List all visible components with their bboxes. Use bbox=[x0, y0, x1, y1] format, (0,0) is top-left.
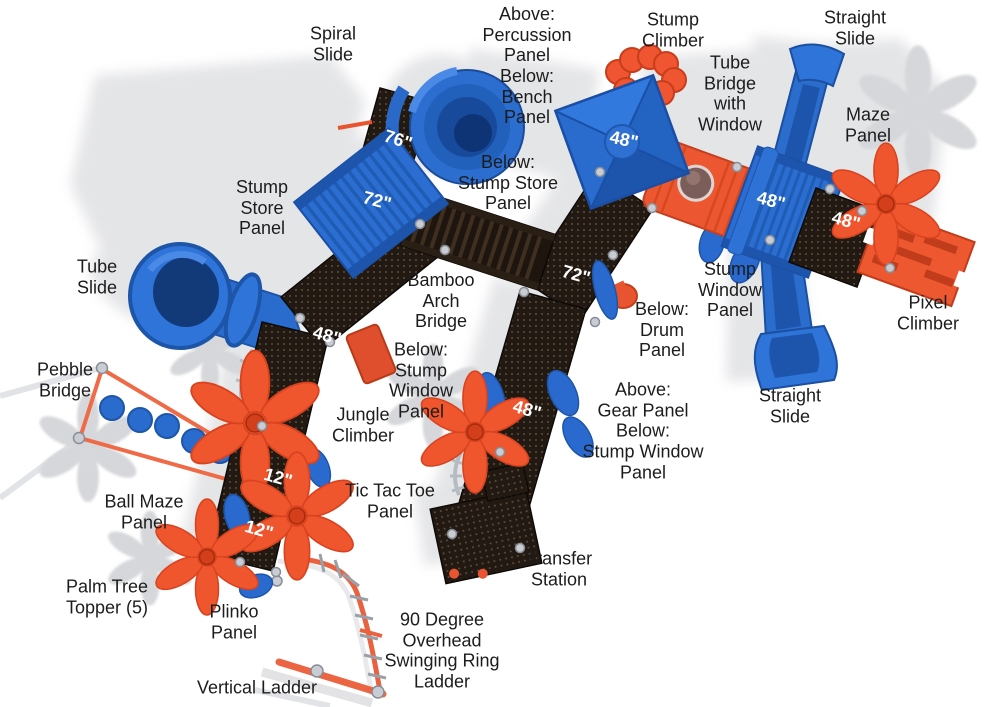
label-below-stump-window-panel: Below: Stump Window Panel bbox=[388, 339, 454, 422]
label-straight-slide-top: Straight Slide bbox=[823, 7, 887, 48]
label-vertical-ladder: Vertical Ladder bbox=[196, 677, 318, 698]
label-pixel-climber: Pixel Climber bbox=[896, 292, 960, 333]
transfer-station-graphic bbox=[429, 462, 543, 585]
stump-window-panel-graphic bbox=[345, 323, 397, 385]
label-percussion-bench-panel: Above: Percussion Panel Below: Bench Pan… bbox=[482, 3, 572, 128]
tube-slide-graphic bbox=[128, 242, 313, 367]
label-tic-tac-toe-panel: Tic Tac Toe Panel bbox=[345, 480, 435, 521]
ramp-roof-72-graphic bbox=[292, 126, 450, 280]
label-straight-slide-bottom: Straight Slide bbox=[758, 385, 822, 426]
label-palm-tree-topper: Palm Tree Topper (5) bbox=[65, 576, 149, 617]
label-transfer-station: Transfer Station bbox=[525, 548, 593, 589]
label-overhead-ring-ladder: 90 Degree Overhead Swinging Ring Ladder bbox=[384, 609, 500, 692]
label-tube-slide: Tube Slide bbox=[76, 256, 118, 297]
bamboo-arch-bridge-graphic bbox=[399, 189, 557, 291]
label-maze-panel: Maze Panel bbox=[844, 104, 892, 145]
pyramid-roof-48-graphic bbox=[553, 73, 691, 211]
label-below-stump-store-panel: Below: Stump Store Panel bbox=[457, 151, 559, 214]
ramp-48-right-graphic bbox=[720, 145, 846, 279]
label-spiral-slide: Spiral Slide bbox=[309, 23, 357, 64]
label-above-gear-below-stump-window: Above: Gear Panel Below: Stump Window Pa… bbox=[582, 379, 704, 483]
label-ball-maze-panel: Ball Maze Panel bbox=[104, 491, 184, 532]
label-jungle-climber: Jungle Climber bbox=[331, 404, 395, 445]
label-bamboo-arch-bridge: Bamboo Arch Bridge bbox=[407, 269, 475, 332]
vertical-ladder-graphic bbox=[260, 658, 387, 707]
overhead-bar-graphic bbox=[337, 120, 373, 130]
post-caps bbox=[234, 161, 896, 578]
label-stump-window-panel: Stump Window Panel bbox=[697, 258, 763, 321]
label-plinko-panel: Plinko Panel bbox=[209, 601, 259, 642]
label-below-drum-panel: Below: Drum Panel bbox=[634, 298, 690, 361]
label-stump-store-panel: Stump Store Panel bbox=[235, 176, 289, 239]
label-pebble-bridge: Pebble Bridge bbox=[36, 359, 94, 400]
label-tube-bridge-with-window: Tube Bridge with Window bbox=[697, 52, 763, 135]
label-stump-climber: Stump Climber bbox=[641, 9, 705, 50]
